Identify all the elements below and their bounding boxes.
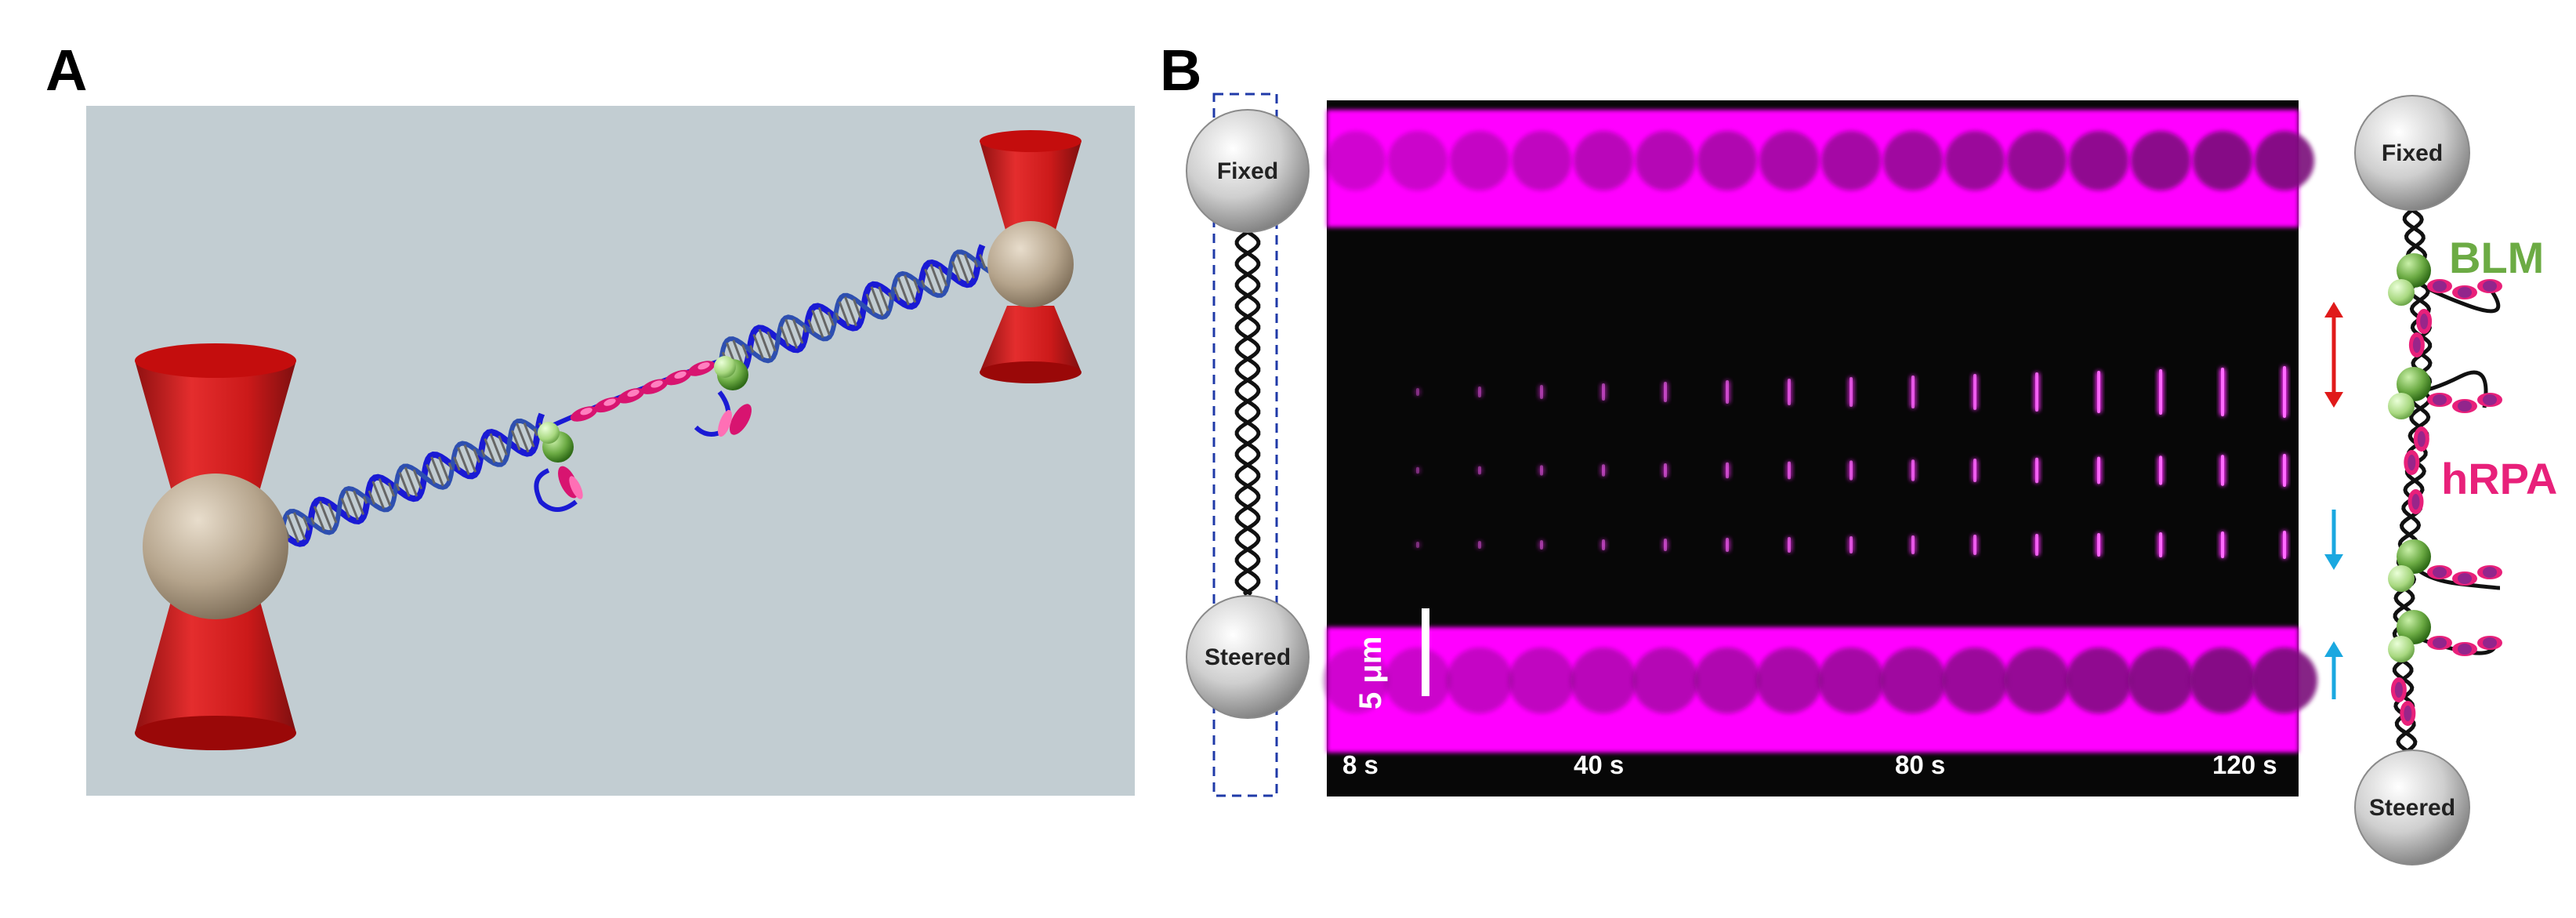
- trap-cone-rim: [135, 343, 296, 378]
- ssdna-rpa-segment: [547, 358, 722, 430]
- up-arrow-cyan: [2324, 641, 2343, 699]
- fixed-bead-signal: [1326, 110, 2314, 227]
- bead-fixed-label: Fixed: [1217, 158, 1278, 184]
- blm-complex-1: [534, 422, 583, 512]
- schematic-right: Fixed Steered BLM hRPA: [2324, 95, 2557, 865]
- dna-strand: [719, 249, 995, 364]
- bead-left: [143, 474, 288, 619]
- panel-b-letter: B: [1160, 38, 1201, 103]
- trap-cone-rim: [980, 361, 1081, 383]
- trap-cone-rim: [135, 716, 296, 750]
- blm-rpa-complexes: [2388, 253, 2502, 726]
- bead-steered: [2354, 749, 2470, 865]
- dna-strand: [719, 244, 986, 376]
- time-label-8s: 8 s: [1342, 750, 1379, 779]
- trap-cone-top: [135, 361, 296, 494]
- blm-complex-2: [694, 356, 752, 437]
- time-label-80s: 80 s: [1895, 750, 1945, 779]
- dna-double-helix: [1234, 230, 1261, 597]
- bead-fixed-label: Fixed: [2382, 140, 2443, 166]
- hrpa-label: hRPA: [2441, 454, 2557, 503]
- dna-base-pairs: [721, 253, 987, 371]
- rpa-proteins: [570, 361, 716, 422]
- bead-steered: [1186, 595, 1310, 719]
- panel-a-illustration: [86, 106, 1135, 796]
- schematic-left: Fixed Steered: [1186, 93, 1310, 797]
- trap-cone-top: [980, 141, 1081, 235]
- bead-steered-label: Steered: [2369, 795, 2455, 821]
- optical-trap-right: [980, 130, 1081, 383]
- dna-helix-right: [719, 244, 995, 376]
- trap-cone-bottom: [980, 306, 1081, 372]
- scale-bar-label: 5 μm: [1353, 637, 1388, 709]
- trap-cone-bottom: [135, 596, 296, 733]
- rpa-fluorescence-tracks: [1415, 366, 2288, 559]
- double-arrow-red: [2324, 302, 2343, 408]
- kymograph: 5 μm 8 s 40 s 80 s 120 s: [1323, 100, 2317, 796]
- time-label-40s: 40 s: [1574, 750, 1624, 779]
- scale-bar: [1422, 608, 1429, 696]
- dashed-frame: [1212, 93, 1278, 797]
- bead-steered-label: Steered: [1205, 644, 1291, 670]
- blm-label: BLM: [2449, 233, 2544, 282]
- panel-a-letter: A: [45, 38, 87, 103]
- dna-base-pairs: [282, 423, 546, 543]
- dna-strand: [280, 418, 554, 535]
- bead-fixed: [1186, 109, 1310, 233]
- down-arrow-cyan: [2324, 510, 2343, 570]
- bead-fixed: [2354, 95, 2470, 211]
- optical-trap-left: [135, 343, 296, 750]
- time-label-120s: 120 s: [2212, 750, 2277, 779]
- trap-cone-rim: [980, 130, 1081, 152]
- bead-right: [987, 221, 1074, 307]
- dna-strand: [280, 412, 545, 547]
- steered-bead-signal: [1323, 627, 2317, 753]
- dna-helix-left: [280, 412, 554, 547]
